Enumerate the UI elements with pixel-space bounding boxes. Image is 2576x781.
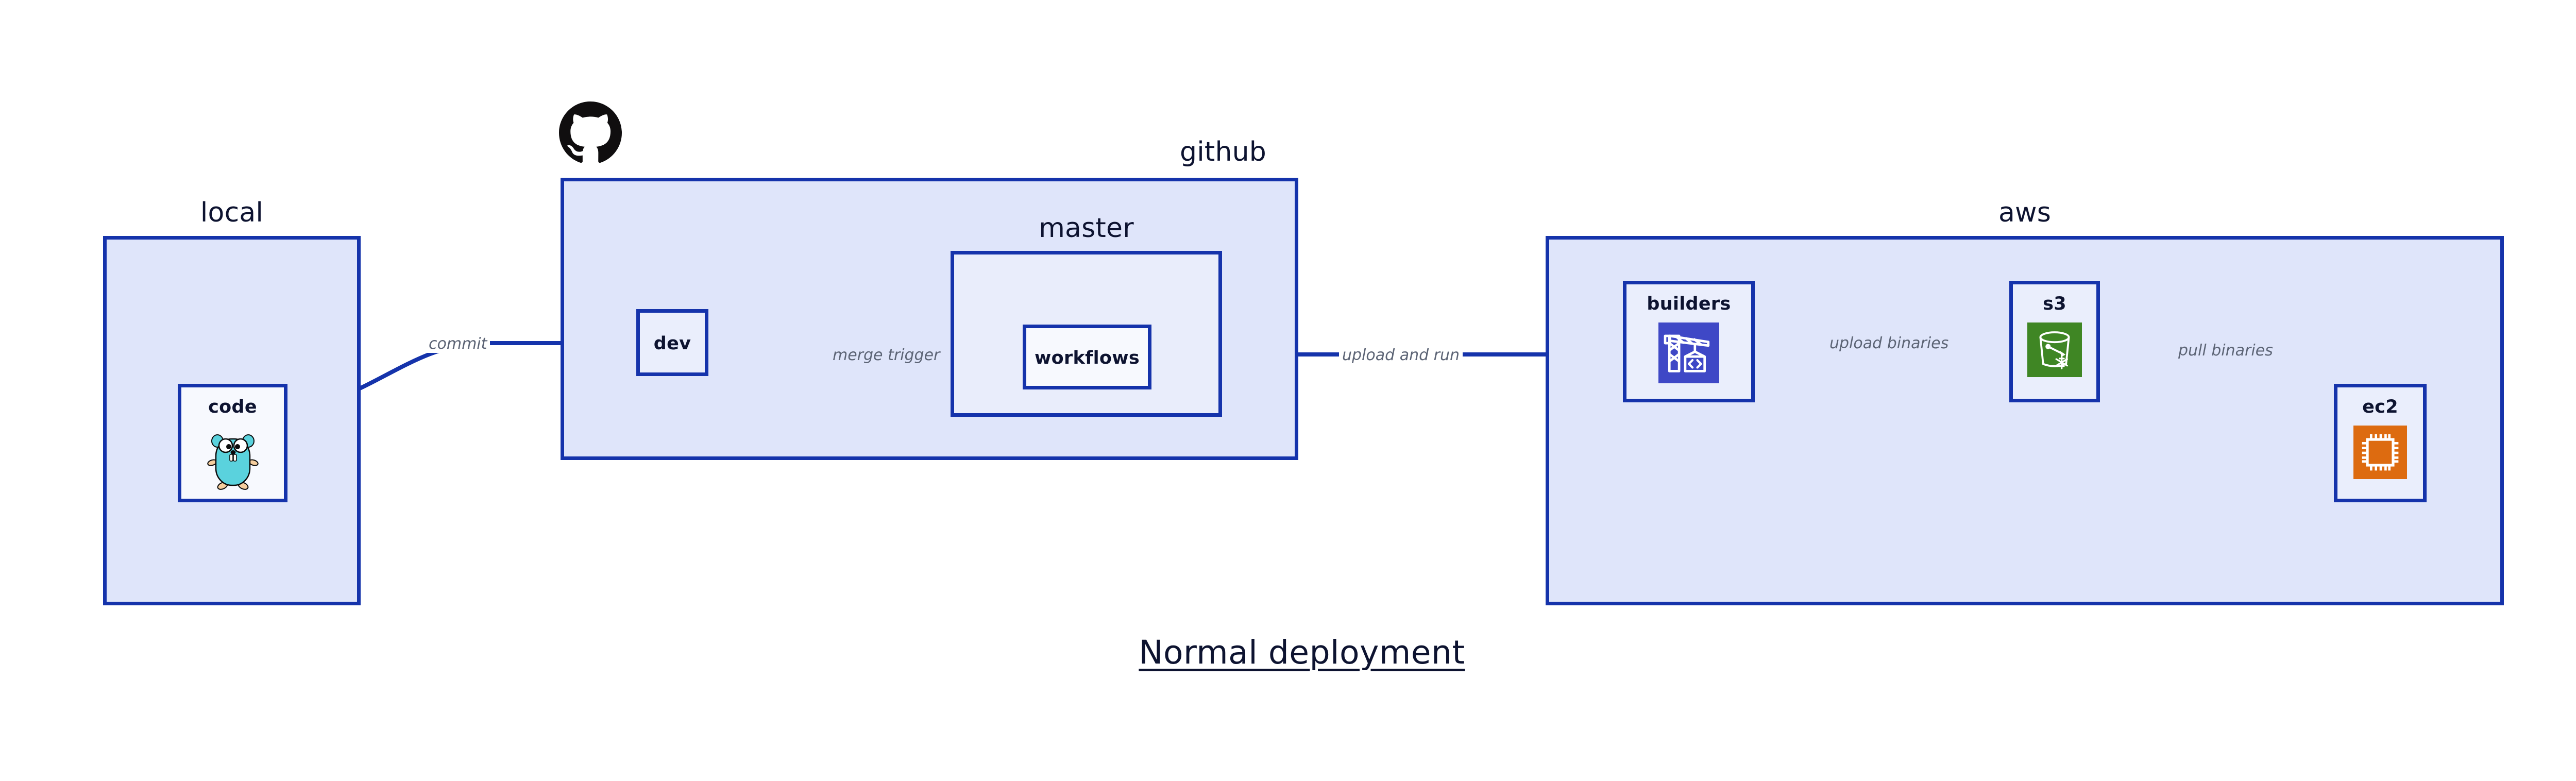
node-code[interactable]: code xyxy=(178,384,287,502)
node-dev-label: dev xyxy=(653,333,691,354)
group-aws-label: aws xyxy=(1998,197,2052,228)
group-local-label: local xyxy=(200,197,264,228)
node-s3[interactable]: s3 xyxy=(2009,281,2100,402)
aws-ec2-chip-icon xyxy=(2353,426,2407,481)
node-code-label: code xyxy=(208,397,257,417)
aws-s3-glacier-bucket-icon xyxy=(2027,322,2082,379)
group-master-label: master xyxy=(1039,213,1134,244)
github-octocat-logo xyxy=(559,101,622,164)
group-github-label: github xyxy=(1180,137,1266,167)
go-gopher-icon xyxy=(205,426,261,495)
node-ec2-label: ec2 xyxy=(2362,397,2398,417)
edge-label-upload-and-run: upload and run xyxy=(1339,346,1463,364)
node-dev[interactable]: dev xyxy=(636,309,708,376)
edge-label-upload-binaries: upload binaries xyxy=(1826,334,1952,352)
node-workflows[interactable]: workflows xyxy=(1023,325,1151,389)
node-workflows-label: workflows xyxy=(1034,348,1140,368)
node-builders-label: builders xyxy=(1647,294,1731,314)
node-s3-label: s3 xyxy=(2043,294,2066,314)
node-ec2[interactable]: ec2 xyxy=(2334,384,2427,502)
edge-label-pull-binaries: pull binaries xyxy=(2175,342,2276,360)
edge-label-merge-trigger: merge trigger xyxy=(829,346,943,364)
diagram-title: Normal deployment xyxy=(1139,634,1465,671)
node-builders[interactable]: builders xyxy=(1623,281,1755,402)
aws-codebuild-crane-icon xyxy=(1658,322,1719,385)
edge-label-commit: commit xyxy=(426,335,490,353)
